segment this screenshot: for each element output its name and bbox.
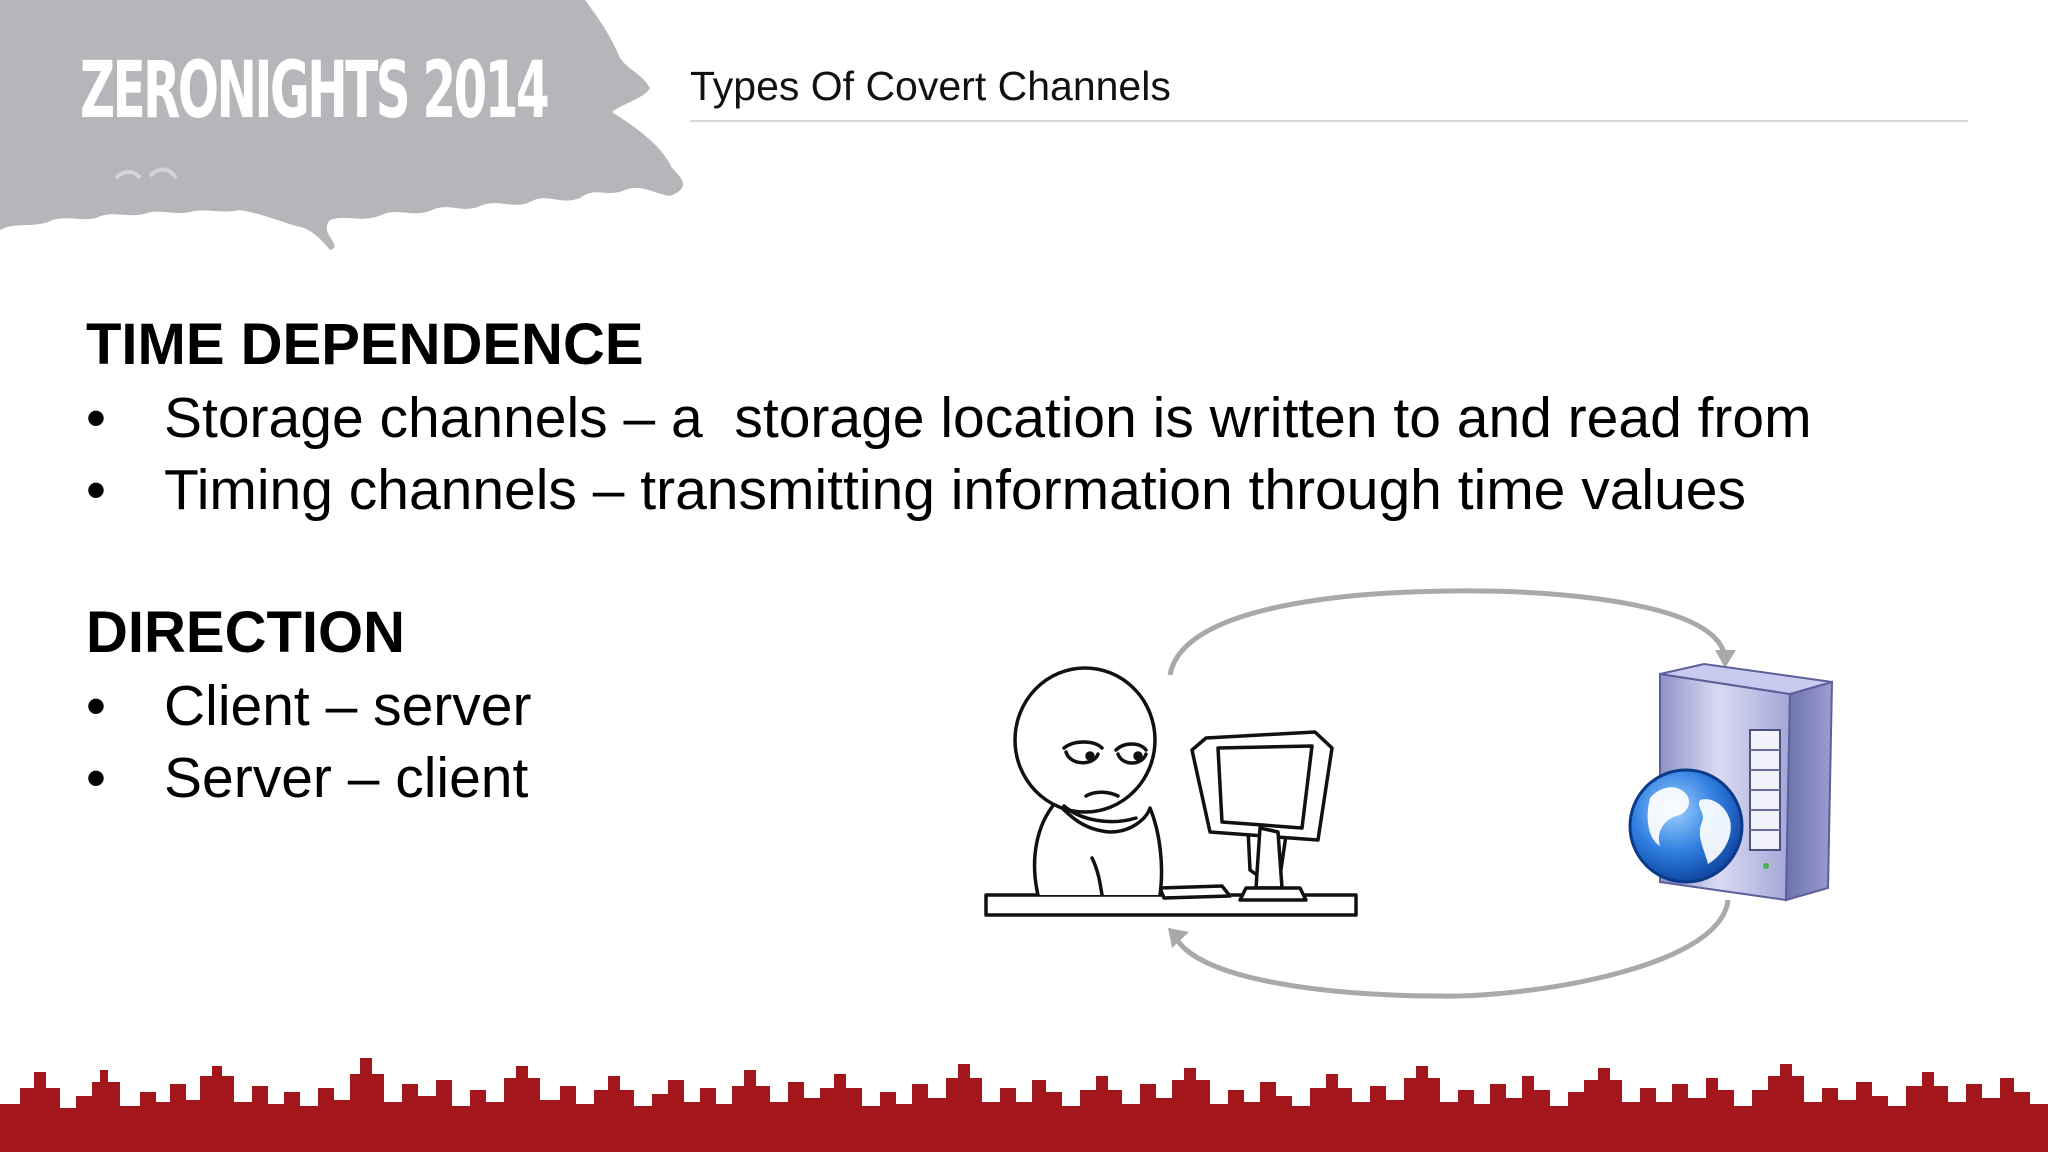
title-divider — [690, 120, 1968, 122]
section-heading-direction: DIRECTION — [86, 600, 405, 665]
server-to-client-arrow — [1168, 899, 1731, 999]
bullet-marker: • — [86, 386, 106, 450]
person-at-computer-icon — [984, 666, 1358, 917]
bullet-marker: • — [86, 746, 106, 810]
map-splash-decoration — [0, 0, 684, 250]
section-heading-time-dependence: TIME DEPENDENCE — [86, 312, 644, 377]
web-server-globe-icon — [1628, 662, 1834, 902]
bullet-text: Server – client — [164, 746, 529, 810]
client-server-diagram — [984, 588, 1834, 999]
client-to-server-arrow — [1167, 588, 1736, 676]
bullet-text: Client – server — [164, 674, 532, 738]
bullet-text: Storage channels – a storage location is… — [164, 386, 1812, 450]
slide-title: Types Of Covert Channels — [690, 63, 1171, 109]
bullet-marker: • — [86, 674, 106, 738]
bullet-text: Timing channels – transmitting informati… — [164, 458, 1746, 522]
bullet-marker: • — [86, 458, 106, 522]
city-skyline-decoration — [0, 1058, 2048, 1152]
event-logo: ZERONIGHTS 2014 — [80, 46, 550, 136]
